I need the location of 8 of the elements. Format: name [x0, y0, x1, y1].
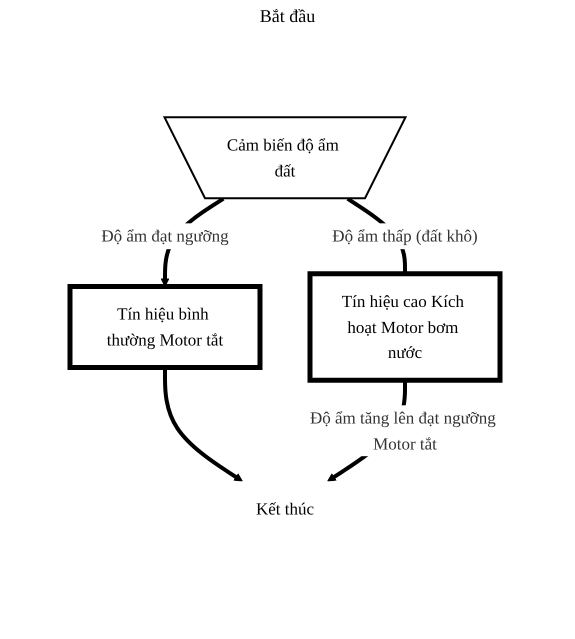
node-box: Tín hiệu bình thường Motor tắt — [68, 284, 262, 370]
edge-label: Độ ẩm tăng lên đạt ngưỡng Motor tắt — [310, 408, 496, 453]
edge-label: Độ ẩm đạt ngưỡng — [101, 226, 229, 246]
start-label: Bắt đầu — [260, 6, 316, 27]
arrow — [163, 368, 243, 482]
node-text: Kết thúc — [256, 499, 314, 518]
edge-label: Độ ẩm thấp (đất khô) — [332, 226, 478, 246]
node-box: Tín hiệu cao Kích hoạt Motor bơm nước — [308, 271, 502, 383]
